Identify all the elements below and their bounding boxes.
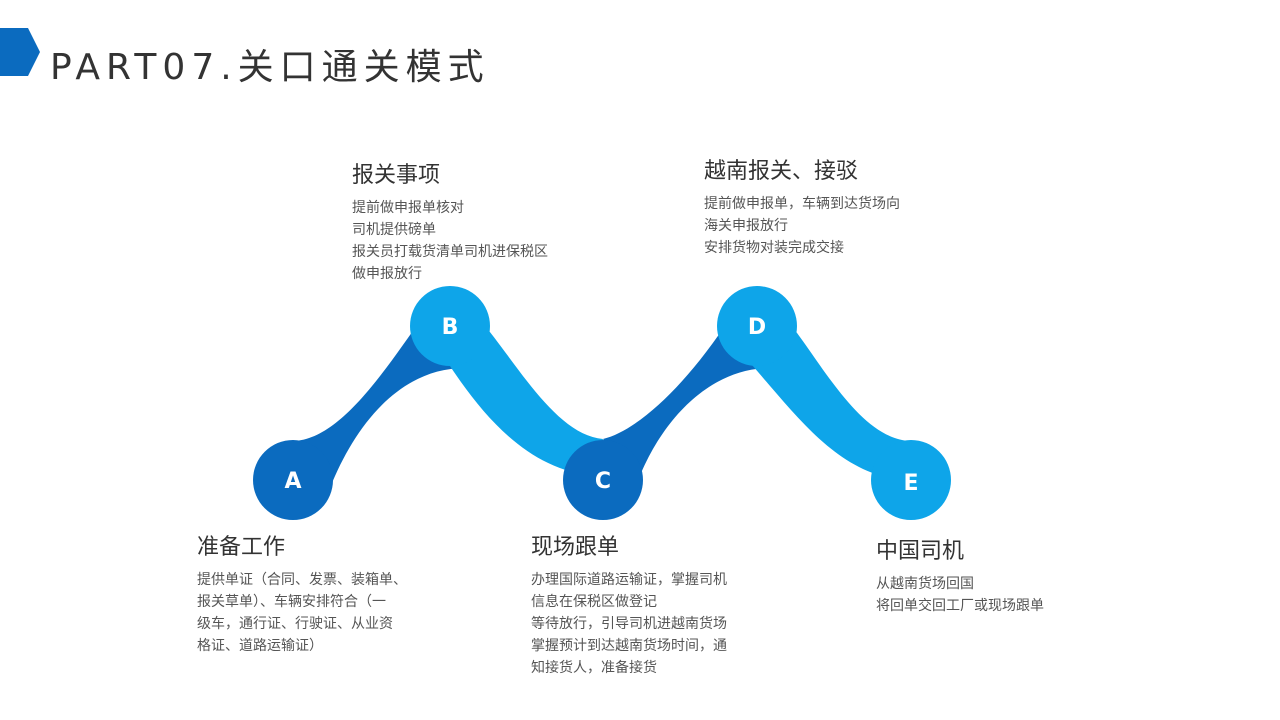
node-e: E [871,440,951,520]
step-c-line: 等待放行，引导司机进越南货场 [531,616,727,632]
step-e-line: 将回单交回工厂或现场跟单 [876,598,1044,614]
step-a-block: 准备工作 提供单证（合同、发票、装箱单、 报关草单）、车辆安排符合（一 级车，通… [197,533,407,657]
node-d: D [717,286,797,366]
connector-b-c [446,320,603,476]
step-a-line: 级车，通行证、行驶证、从业资 [197,616,393,632]
step-e-line: 从越南货场回国 [876,576,974,592]
step-c-line: 知接货人，准备接货 [531,660,657,676]
step-b-line: 做申报放行 [352,266,422,282]
step-a-title: 准备工作 [197,535,286,560]
step-d-line: 安排货物对装完成交接 [704,240,844,256]
step-d-line: 提前做申报单，车辆到达货场向 [704,196,900,212]
node-a: A [253,440,333,520]
step-b-block: 报关事项 提前做申报单核对 司机提供磅单 报关员打载货清单司机进保税区 做申报放… [352,161,548,285]
step-a-line: 报关草单）、车辆安排符合（一 [197,594,386,610]
node-c-letter: C [595,469,611,494]
step-a-line: 提供单证（合同、发票、装箱单、 [197,572,407,588]
step-c-line: 信息在保税区做登记 [531,594,657,610]
step-c-title: 现场跟单 [531,535,620,560]
step-d-title: 越南报关、接驳 [704,159,859,184]
step-b-line: 提前做申报单核对 [352,200,464,216]
corner-pentagon-mark [0,28,40,76]
step-d-block: 越南报关、接驳 提前做申报单，车辆到达货场向 海关申报放行 安排货物对装完成交接 [704,157,900,259]
step-c-line: 掌握预计到达越南货场时间，通 [531,638,727,654]
connector-c-d [603,318,770,486]
step-e-title: 中国司机 [876,539,965,564]
step-d-line: 海关申报放行 [704,218,788,234]
node-d-letter: D [748,315,766,340]
step-b-title: 报关事项 [352,163,441,188]
step-b-line: 司机提供磅单 [352,222,436,238]
node-b-letter: B [442,315,459,340]
step-e-block: 中国司机 从越南货场回国 将回单交回工厂或现场跟单 [876,537,1044,617]
step-c-block: 现场跟单 办理国际道路运输证，掌握司机 信息在保税区做登记 等待放行，引导司机进… [531,533,727,679]
connector-a-b [293,318,465,488]
connector-d-e [752,320,911,480]
node-b: B [410,286,490,366]
step-a-line: 格证、道路运输证） [197,638,323,654]
node-a-letter: A [284,469,301,494]
step-c-line: 办理国际道路运输证，掌握司机 [531,572,727,588]
node-e-letter: E [903,471,918,496]
step-b-line: 报关员打载货清单司机进保税区 [352,244,548,260]
node-c: C [563,440,643,520]
page-title: PART07.关口通关模式 [50,47,490,88]
